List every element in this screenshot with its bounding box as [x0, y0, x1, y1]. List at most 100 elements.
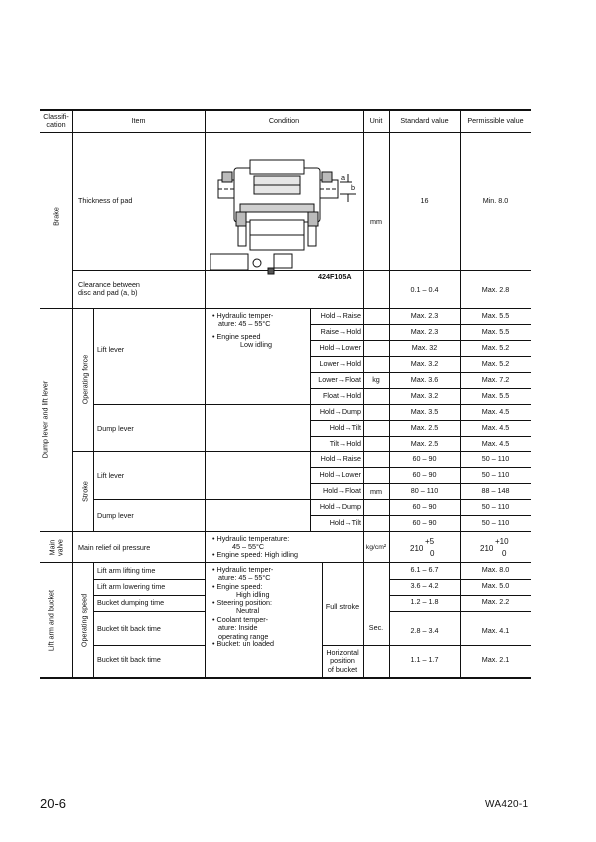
force-std-value: Max. 32 — [411, 343, 438, 352]
main-valve-perm: 210 +10 0 — [480, 537, 530, 559]
stroke-std-value: 80 – 110 — [410, 486, 439, 495]
force-std-value: Max. 3.5 — [410, 407, 439, 416]
force-perm-value: Max. 5.5 — [481, 327, 510, 336]
lift-arm-item: Bucket tilt back time — [97, 624, 161, 633]
lift-arm-std-value: 1.1 – 1.7 — [410, 655, 439, 664]
force-perm-value: Max. 4.5 — [481, 407, 510, 416]
stroke-operation: Hold→Dump — [319, 502, 361, 511]
lift-arm-item: Bucket tilt back time — [97, 655, 161, 664]
dump-condition-3: Low idling — [240, 340, 272, 349]
force-std-value: Max. 2.5 — [410, 439, 439, 448]
lift-arm-condition-1: • Hydraulic temper- ature: 45 – 55°C — [212, 565, 274, 583]
force-perm-value: Max. 5.5 — [481, 391, 510, 400]
lift-arm-item: Lift arm lowering time — [97, 582, 166, 591]
stroke-perm-value: 50 – 110 — [481, 470, 510, 479]
lift-arm-perm-value: Max. 2.1 — [481, 655, 510, 664]
force-std-value: Max. 3.2 — [410, 359, 439, 368]
header-permissible: Permissible value — [467, 116, 524, 125]
stroke-std-value: 60 – 90 — [412, 518, 437, 527]
lift-arm-std-value: 3.6 – 4.2 — [410, 581, 439, 590]
force-operation: Lower→Float — [318, 375, 361, 384]
stroke-std-value: 60 – 90 — [412, 502, 437, 511]
main-valve-perm-sub: 0 — [502, 549, 507, 558]
lift-arm-item: Lift arm lifting time — [97, 566, 156, 575]
table-bottom-rule — [40, 677, 531, 679]
force-operation: Lower→Hold — [319, 359, 361, 368]
main-valve-group-label: Main valve — [47, 539, 64, 556]
brake-thickness-std: 16 — [420, 196, 429, 205]
stroke-lift-lever: Lift lever — [97, 471, 125, 480]
main-valve-perm-base: 210 — [480, 544, 494, 553]
brake-clearance-perm: Max. 2.8 — [481, 285, 510, 294]
force-lift-lever: Lift lever — [97, 345, 125, 354]
force-perm-value: Max. 5.2 — [481, 343, 510, 352]
lift-arm-group-label: Lift arm and bucket — [46, 589, 56, 652]
horizontal-position-label: Horizontal position of bucket — [326, 648, 359, 674]
force-unit: kg — [372, 375, 380, 384]
brake-thickness-item: Thickness of pad — [78, 196, 133, 205]
lift-arm-condition-4: • Coolant temper- ature: Inside operatin… — [212, 615, 269, 641]
lift-arm-perm-value: Max. 8.0 — [481, 565, 510, 574]
lift-arm-item: Bucket dumping time — [97, 598, 165, 607]
lift-arm-std-value: 6.1 – 6.7 — [410, 565, 439, 574]
main-valve-unit: kg/cm² — [365, 544, 387, 551]
force-perm-value: Max. 4.5 — [481, 439, 510, 448]
main-valve-std-sup: +5 — [425, 537, 435, 546]
force-group-label: Operating force — [80, 354, 90, 405]
main-valve-std: 210 +5 0 — [410, 537, 460, 559]
main-valve-condition-3: • Engine speed: High idling — [212, 550, 299, 559]
lift-arm-condition-3: • Steering position: Neutral — [212, 598, 273, 616]
stroke-operation: Hold→Lower — [319, 470, 361, 479]
force-operation: Hold→Raise — [320, 311, 361, 320]
dump-group-label: Dump lever and lift lever — [40, 380, 50, 459]
header-classification: Classifi- cation — [43, 112, 69, 130]
lift-arm-std-value: 1.2 – 1.8 — [410, 597, 439, 606]
full-stroke-label: Full stroke — [325, 602, 360, 611]
brake-figure-caption: 424F105A — [318, 272, 352, 281]
lift-arm-condition-2: • Engine speed: High idling — [212, 582, 270, 600]
table-top-rule — [40, 109, 531, 111]
force-operation: Tilt→Hold — [329, 439, 361, 448]
stroke-operation: Hold→Float — [323, 486, 361, 495]
stroke-perm-value: 88 – 148 — [481, 486, 510, 495]
force-operation: Float→Hold — [323, 391, 361, 400]
lift-arm-condition-5: • Bucket: un loaded — [212, 639, 275, 648]
header-standard: Standard value — [400, 116, 449, 125]
brake-clearance-std: 0.1 – 0.4 — [410, 285, 439, 294]
force-std-value: Max. 3.6 — [410, 375, 439, 384]
force-std-value: Max. 2.3 — [410, 311, 439, 320]
brake-figure-label-a: a — [341, 173, 345, 182]
lift-arm-perm-value: Max. 4.1 — [481, 626, 510, 635]
main-valve-perm-sup: +10 — [495, 537, 509, 546]
lift-arm-perm-value: Max. 5.0 — [481, 581, 510, 590]
main-valve-condition-1: • Hydraulic temperature: — [212, 534, 290, 543]
dump-condition-1: • Hydraulic temper- ature: 45 – 55°C — [212, 311, 274, 329]
operating-speed-label: Operating speed — [79, 593, 89, 648]
force-std-value: Max. 3.2 — [410, 391, 439, 400]
brake-unit: mm — [370, 217, 382, 226]
force-perm-value: Max. 4.5 — [481, 423, 510, 432]
force-perm-value: Max. 5.5 — [481, 311, 510, 320]
header-unit: Unit — [369, 116, 383, 125]
stroke-operation: Hold→Tilt — [329, 518, 361, 527]
brake-thickness-perm: Min. 8.0 — [482, 196, 509, 205]
brake-caliper-figure — [210, 159, 356, 275]
force-operation: Raise→Hold — [320, 327, 361, 336]
stroke-std-value: 60 – 90 — [412, 470, 437, 479]
force-operation: Hold→Tilt — [329, 423, 361, 432]
main-valve-condition-2: 45 – 55°C — [232, 542, 265, 551]
model-code: WA420-1 — [485, 799, 529, 810]
header-item: Item — [131, 116, 146, 125]
force-perm-value: Max. 5.2 — [481, 359, 510, 368]
force-std-value: Max. 2.5 — [410, 423, 439, 432]
stroke-perm-value: 50 – 110 — [481, 502, 510, 511]
lift-arm-unit: Sec. — [368, 623, 384, 632]
dump-condition-2: • Engine speed — [212, 332, 261, 341]
stroke-group-label: Stroke — [80, 481, 90, 502]
stroke-dump-lever: Dump lever — [97, 511, 134, 520]
force-operation: Hold→Lower — [319, 343, 361, 352]
stroke-perm-value: 50 – 110 — [481, 518, 510, 527]
stroke-operation: Hold→Raise — [320, 454, 361, 463]
main-valve-std-sub: 0 — [430, 549, 435, 558]
brake-group-label: Brake — [51, 207, 61, 226]
